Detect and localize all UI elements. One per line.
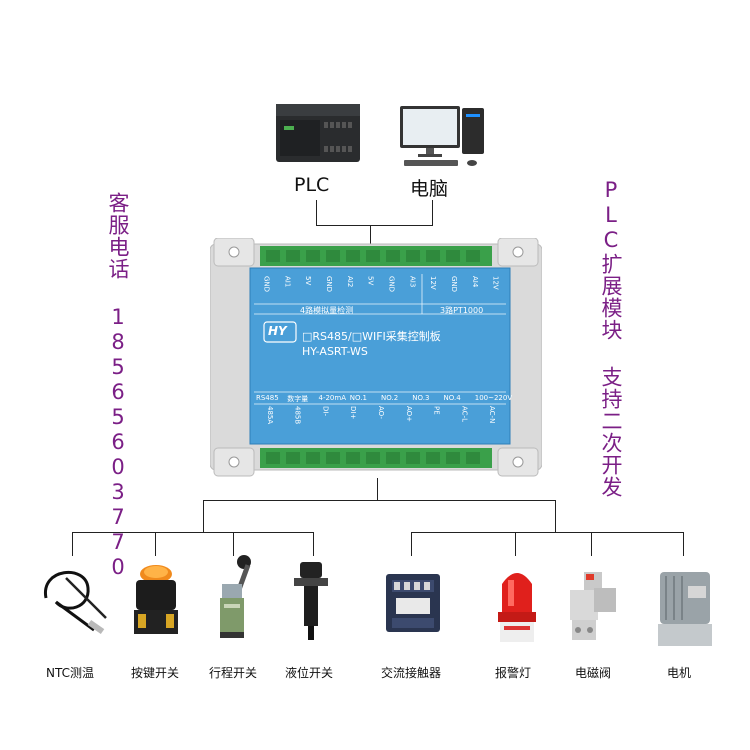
top-pin-label: 12V xyxy=(491,276,500,290)
solenoid-valve-icon xyxy=(564,568,622,644)
device-label-contactor: 交流接触器 xyxy=(380,666,441,680)
connector-line xyxy=(233,532,234,556)
connector-line xyxy=(377,478,378,500)
device-label-button: 按键开关 xyxy=(130,666,179,680)
bottom-pin-label: PE xyxy=(432,406,441,415)
motor-icon xyxy=(652,566,718,650)
contactor-icon xyxy=(382,570,444,636)
connector-line xyxy=(515,532,516,556)
bottom-group-label: NO.1 xyxy=(349,394,367,402)
bottom-group-label: NO.3 xyxy=(412,394,430,402)
bottom-group-label: 100~220V xyxy=(474,394,513,402)
plc-label: PLC xyxy=(294,174,330,196)
ntc-sensor-icon xyxy=(36,558,116,642)
limit-switch-icon xyxy=(206,552,262,642)
connector-line xyxy=(316,200,317,226)
connector-line xyxy=(72,532,314,533)
connector-line xyxy=(411,532,683,533)
bottom-group-label: NO.4 xyxy=(443,394,461,402)
connector-line xyxy=(203,500,556,501)
feature-text: PLC扩展模块 支持二次开发 xyxy=(599,178,623,498)
bottom-pin-label: AC-N xyxy=(488,406,497,424)
bottom-pin-label: DI- xyxy=(321,406,330,416)
connector-line xyxy=(155,532,156,556)
board-title: □RS485/□WIFI采集控制板 xyxy=(302,330,441,343)
top-pin-label: AI1 xyxy=(283,276,292,288)
device-label-limit: 行程开关 xyxy=(208,666,257,680)
top-pin-label: AI3 xyxy=(408,276,417,288)
pc-label: 电脑 xyxy=(410,178,449,200)
device-label-level: 液位开关 xyxy=(284,666,333,680)
top-pin-label: 12V xyxy=(429,276,438,290)
connector-line xyxy=(683,532,684,556)
controller-board: GND AI1 5V GND AI2 5V GND AI3 12V GND AI4 12V 4路模拟量… xyxy=(209,237,543,478)
bottom-group-label: RS485 xyxy=(256,394,279,402)
connector-line xyxy=(411,532,412,556)
connector-line xyxy=(72,532,73,556)
bottom-pin-label: AO+ xyxy=(404,406,413,423)
analog-section-label: 4路模拟量检测 xyxy=(300,306,354,315)
connector-line xyxy=(432,200,433,226)
top-pin-label: 5V xyxy=(304,276,313,286)
brand-logo: HY xyxy=(268,324,287,338)
service-phone-text: 客服电话 18565603770 xyxy=(106,192,130,580)
bottom-pin-labels: 485A 485B DI- DI+ AO- AO+ PE AC-L AC-N xyxy=(256,406,506,436)
connector-line xyxy=(316,225,433,226)
connector-line xyxy=(555,500,556,532)
computer-icon xyxy=(396,100,492,170)
bottom-group-label: NO.2 xyxy=(381,394,399,402)
connector-line xyxy=(370,225,371,255)
top-pin-labels: GND AI1 5V GND AI2 5V GND AI3 12V GND AI4 12V xyxy=(256,276,506,304)
bottom-pin-label: 485A xyxy=(265,406,274,425)
top-pin-label: GND xyxy=(324,276,333,293)
bottom-pin-label: AC-L xyxy=(460,406,469,422)
plc-icon xyxy=(272,96,364,168)
top-pin-label: AI4 xyxy=(470,276,479,288)
connector-line xyxy=(203,500,204,532)
bottom-pin-label: DI+ xyxy=(349,406,358,420)
bottom-pin-label: AO- xyxy=(377,406,385,419)
bottom-pin-label: 485B xyxy=(293,406,302,425)
top-pin-label: GND xyxy=(262,276,271,293)
connector-line xyxy=(313,532,314,556)
bottom-group-label: 数字量 xyxy=(287,395,309,403)
board-model: HY-ASRT-WS xyxy=(302,345,368,358)
device-label-motor: 电机 xyxy=(666,666,691,680)
top-pin-label: GND xyxy=(449,276,458,293)
pt1000-section-label: 3路PT1000 xyxy=(440,306,484,315)
top-pin-label: AI2 xyxy=(345,276,354,288)
device-label-alarm: 报警灯 xyxy=(494,666,531,680)
top-pin-label: GND xyxy=(387,276,396,293)
push-button-icon xyxy=(126,558,186,642)
bottom-group-label: 4-20mA xyxy=(318,394,347,402)
level-switch-icon xyxy=(286,556,338,642)
device-label-valve: 电磁阀 xyxy=(574,666,611,680)
alarm-light-icon xyxy=(492,562,542,646)
top-pin-label: 5V xyxy=(366,276,375,286)
connector-line xyxy=(591,532,592,556)
device-label-ntc: NTC测温 xyxy=(46,666,94,680)
